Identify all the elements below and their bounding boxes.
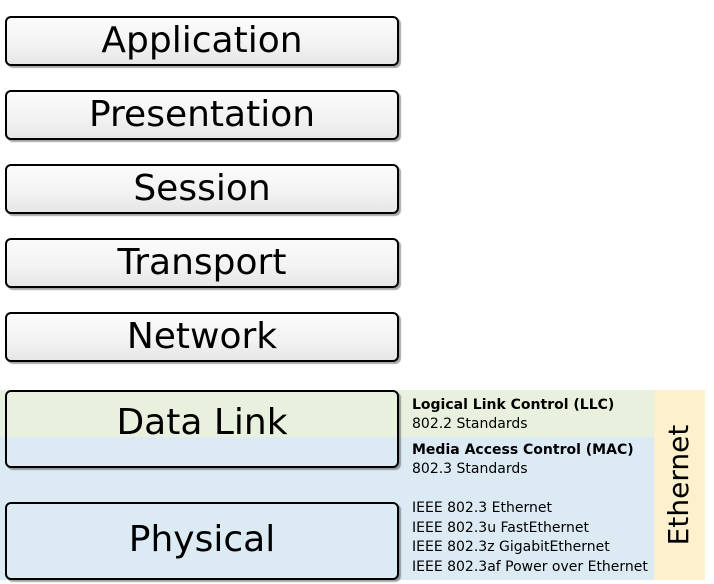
llc-band (0, 390, 654, 437)
layer-transport-label: Transport (117, 242, 287, 283)
llc-standards: 802.2 Standards (412, 416, 528, 432)
layer-presentation: Presentation (5, 90, 399, 140)
layer-data-link (5, 390, 399, 468)
layer-physical (5, 502, 399, 580)
mac-standards: 802.3 Standards (412, 461, 528, 477)
layer-physical-label: Physical (128, 519, 276, 560)
layer-application: Application (5, 16, 399, 66)
layer-presentation-label: Presentation (88, 94, 316, 135)
mac-title: Media Access Control (MAC) (412, 442, 634, 458)
standard-item: IEEE 802.3 Ethernet (412, 500, 552, 516)
ethernet-label: Ethernet (662, 424, 695, 546)
standard-item: IEEE 802.3z GigabitEthernet (412, 539, 610, 555)
layer-data-link-label: Data Link (116, 402, 288, 443)
llc-title: Logical Link Control (LLC) (412, 397, 615, 413)
standard-item: IEEE 802.3af Power over Ethernet (412, 558, 648, 575)
layer-session-label: Session (133, 168, 271, 209)
layer-session: Session (5, 164, 399, 214)
layer-transport: Transport (5, 238, 399, 288)
layer-application-label: Application (101, 20, 303, 61)
standard-item: IEEE 802.3u FastEthernet (412, 519, 589, 536)
ethernet-column (654, 390, 705, 580)
physical-standards-list: IEEE 802.3 Ethernet IEEE 802.3u FastEthe… (412, 499, 648, 577)
layer-network-label: Network (126, 316, 278, 357)
mac-band (0, 437, 654, 580)
layer-network: Network (5, 312, 399, 362)
